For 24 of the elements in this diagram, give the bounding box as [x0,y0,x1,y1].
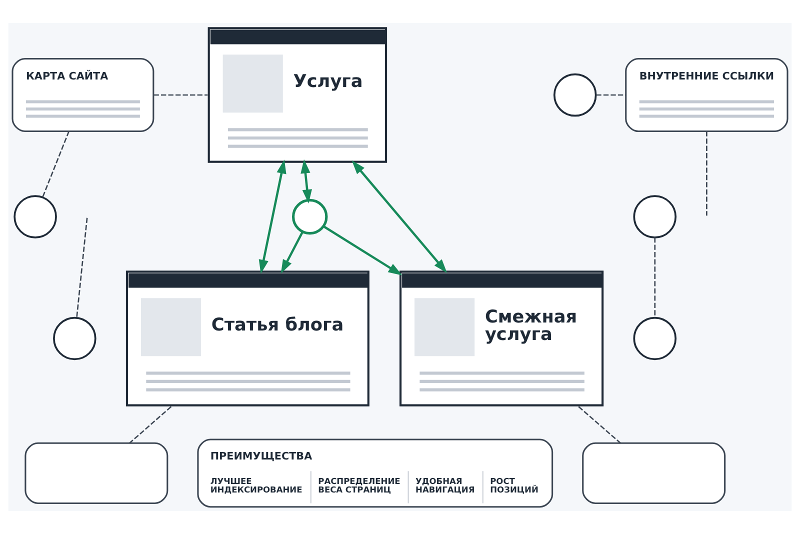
node-circle [633,194,677,238]
node-box: ПРЕИМУЩЕСТВА ЛУЧШЕЕ ИНДЕКСИРОВАНИЕ РАСПРЕДЕЛЕНИЕ ВЕСА СТРАНИЦ УДОБНАЯ НАВИГАЦИЯ РОСТ ПОЗИЦИЙ [197,438,554,508]
connector [654,237,656,318]
node-circle [633,316,677,360]
arrow [300,158,312,203]
connector [578,406,621,444]
connector [154,94,208,96]
connector [42,130,70,198]
arrow [258,159,286,274]
arrow [323,224,402,275]
node-circle [14,194,57,238]
connector [129,406,172,444]
arrow [352,160,448,273]
connector [76,217,88,318]
connector [706,130,708,216]
node-circle [292,198,328,234]
node-box: КАРТА САЙТА [12,57,154,132]
node-circle [53,316,96,360]
connector [596,94,626,96]
node-box [24,442,168,504]
node-box [582,442,726,504]
node-circle [553,72,597,116]
arrow [280,230,304,274]
node-box: ВНУТРЕННИЕ ССЫЛКИ [625,57,788,132]
